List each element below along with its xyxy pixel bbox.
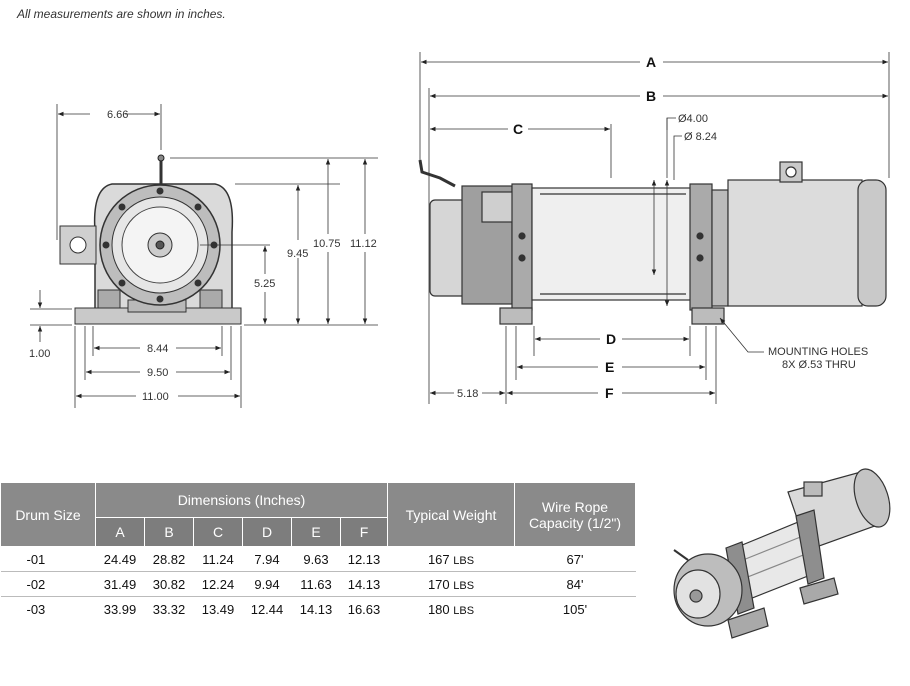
cell-dim: 28.82 xyxy=(144,546,194,572)
cell-dim: 31.49 xyxy=(95,571,145,597)
col-B: B xyxy=(144,517,194,547)
dim-11-12: 11.12 xyxy=(350,238,377,250)
cell-weight: 180 LBS xyxy=(388,597,515,622)
cell-dim: 13.49 xyxy=(201,601,235,617)
label-5-18: 5.18 xyxy=(457,388,478,400)
table-row: -01 24.49 28.82 11.24 7.94 9.63 12.13 16… xyxy=(0,546,636,572)
dim-8-44: 8.44 xyxy=(147,343,168,355)
cell-drum: -03 xyxy=(26,601,46,617)
cell-dim: 7.94 xyxy=(242,546,292,572)
side-dimension-labels: A B C D E F Ø4.00 Ø 8.24 5.18 MOUNTING H… xyxy=(457,54,868,401)
technical-drawings: 6.66 9.45 10.75 11.12 5.25 1.00 8.44 9.5… xyxy=(29,52,890,408)
cell-weight: 167 LBS xyxy=(387,546,515,572)
weight-value: 180 xyxy=(427,601,450,617)
weight-unit: LBS xyxy=(453,579,475,592)
cell-dim: 14.13 xyxy=(340,571,388,597)
cell-dim: 12.13 xyxy=(340,546,388,572)
cell-drum: -01 xyxy=(0,546,96,572)
label-F: F xyxy=(605,385,614,401)
dim-6-66: 6.66 xyxy=(107,109,128,121)
header-drum-size: Drum Size xyxy=(0,482,96,547)
cell-rope: 67' xyxy=(514,546,636,572)
label-mounting-holes: MOUNTING HOLES xyxy=(768,346,868,358)
measurement-note: All measurements are shown in inches. xyxy=(17,7,226,21)
label-B: B xyxy=(646,88,656,104)
header-dimensions: Dimensions (Inches) xyxy=(95,482,388,518)
weight-unit: LBS xyxy=(453,604,475,617)
cell-rope: 84' xyxy=(514,571,636,597)
side-view xyxy=(418,159,887,325)
cell-dim: 9.63 xyxy=(291,546,341,572)
dim-1-00: 1.00 xyxy=(29,348,50,360)
header-wire-rope: Wire Rope Capacity (1/2") xyxy=(514,482,636,547)
cell-dim: 33.32 xyxy=(152,601,186,617)
col-D: D xyxy=(242,517,292,547)
dim-11-00: 11.00 xyxy=(142,391,169,403)
label-C: C xyxy=(513,121,523,137)
dim-9-45: 9.45 xyxy=(287,248,308,260)
table-row: -03 33.99 33.32 13.49 12.44 14.13 16.63 … xyxy=(1,597,636,622)
dim-9-50: 9.50 xyxy=(147,367,168,379)
cell-rope: 105' xyxy=(562,601,588,617)
weight-value: 170 xyxy=(427,576,450,592)
label-dia-8: Ø 8.24 xyxy=(684,131,717,143)
cell-dim: 30.82 xyxy=(144,571,194,597)
front-view xyxy=(59,154,242,325)
cell-dim: 12.44 xyxy=(250,601,284,617)
dim-10-75: 10.75 xyxy=(313,238,341,250)
front-dimension-labels: 6.66 9.45 10.75 11.12 5.25 1.00 8.44 9.5… xyxy=(29,109,377,403)
cell-dim: 14.13 xyxy=(299,601,333,617)
cell-dim: 11.63 xyxy=(291,571,341,597)
label-E: E xyxy=(605,359,614,375)
weight-unit: LBS xyxy=(453,554,475,567)
table-row: -02 31.49 30.82 12.24 9.94 11.63 14.13 1… xyxy=(0,571,636,597)
label-mounting-spec: 8X Ø.53 THRU xyxy=(782,359,856,371)
label-D: D xyxy=(606,331,616,347)
col-C: C xyxy=(193,517,243,547)
cell-weight: 170 LBS xyxy=(387,571,515,597)
col-A: A xyxy=(95,517,145,547)
col-E: E xyxy=(291,517,341,547)
label-A: A xyxy=(646,54,656,70)
cell-dim: 16.63 xyxy=(347,601,381,617)
spec-table: Drum Size Dimensions (Inches) Typical We… xyxy=(0,482,636,621)
cell-dim: 24.49 xyxy=(95,546,145,572)
cell-dim: 33.99 xyxy=(103,601,137,617)
col-F: F xyxy=(340,517,388,547)
header-typical-weight: Typical Weight xyxy=(387,482,515,547)
cell-drum: -02 xyxy=(0,571,96,597)
front-dimensions xyxy=(30,104,378,408)
dim-5-25: 5.25 xyxy=(254,278,275,290)
cell-dim: 9.94 xyxy=(242,571,292,597)
weight-value: 167 xyxy=(427,551,450,567)
side-dimensions xyxy=(419,52,890,404)
cell-dim: 11.24 xyxy=(193,546,243,572)
header-wire-rope-line1: Wire Rope xyxy=(541,498,609,515)
header-wire-rope-line2: Capacity (1/2") xyxy=(528,514,622,531)
cell-dim: 12.24 xyxy=(193,571,243,597)
label-dia-4: Ø4.00 xyxy=(678,113,708,125)
winch-illustration xyxy=(673,468,891,639)
